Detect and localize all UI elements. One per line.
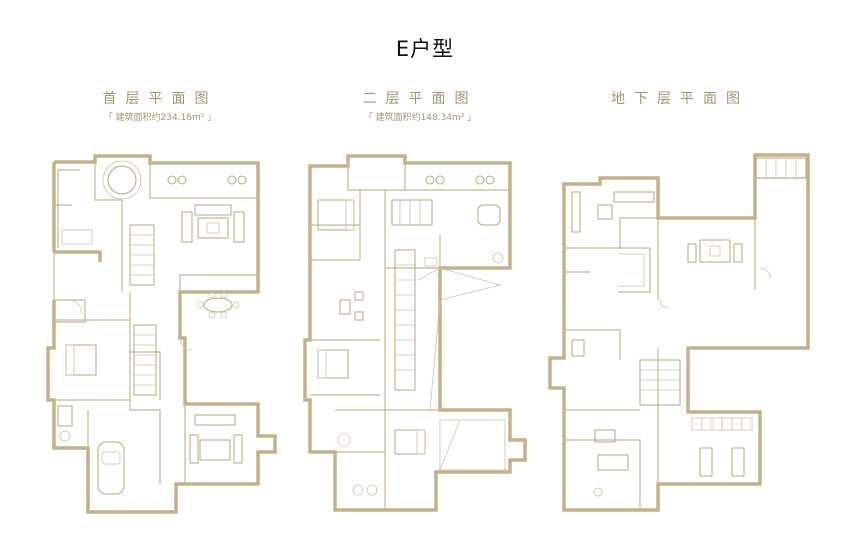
plan-title-second: 二层平面图	[362, 91, 478, 107]
ground-floor-plan	[46, 154, 277, 514]
plan-title-ground: 首层平面图	[102, 91, 218, 107]
second-floor-plan	[303, 154, 527, 512]
page-title: E户型	[395, 37, 455, 61]
basement-plan	[548, 153, 810, 512]
plan-area-second: 「 建筑面积约148.34m² 」	[363, 113, 477, 123]
plan-area-ground: 「 建筑面积约234.16m² 」	[103, 113, 217, 123]
plan-title-basement: 地下层平面图	[611, 91, 749, 107]
